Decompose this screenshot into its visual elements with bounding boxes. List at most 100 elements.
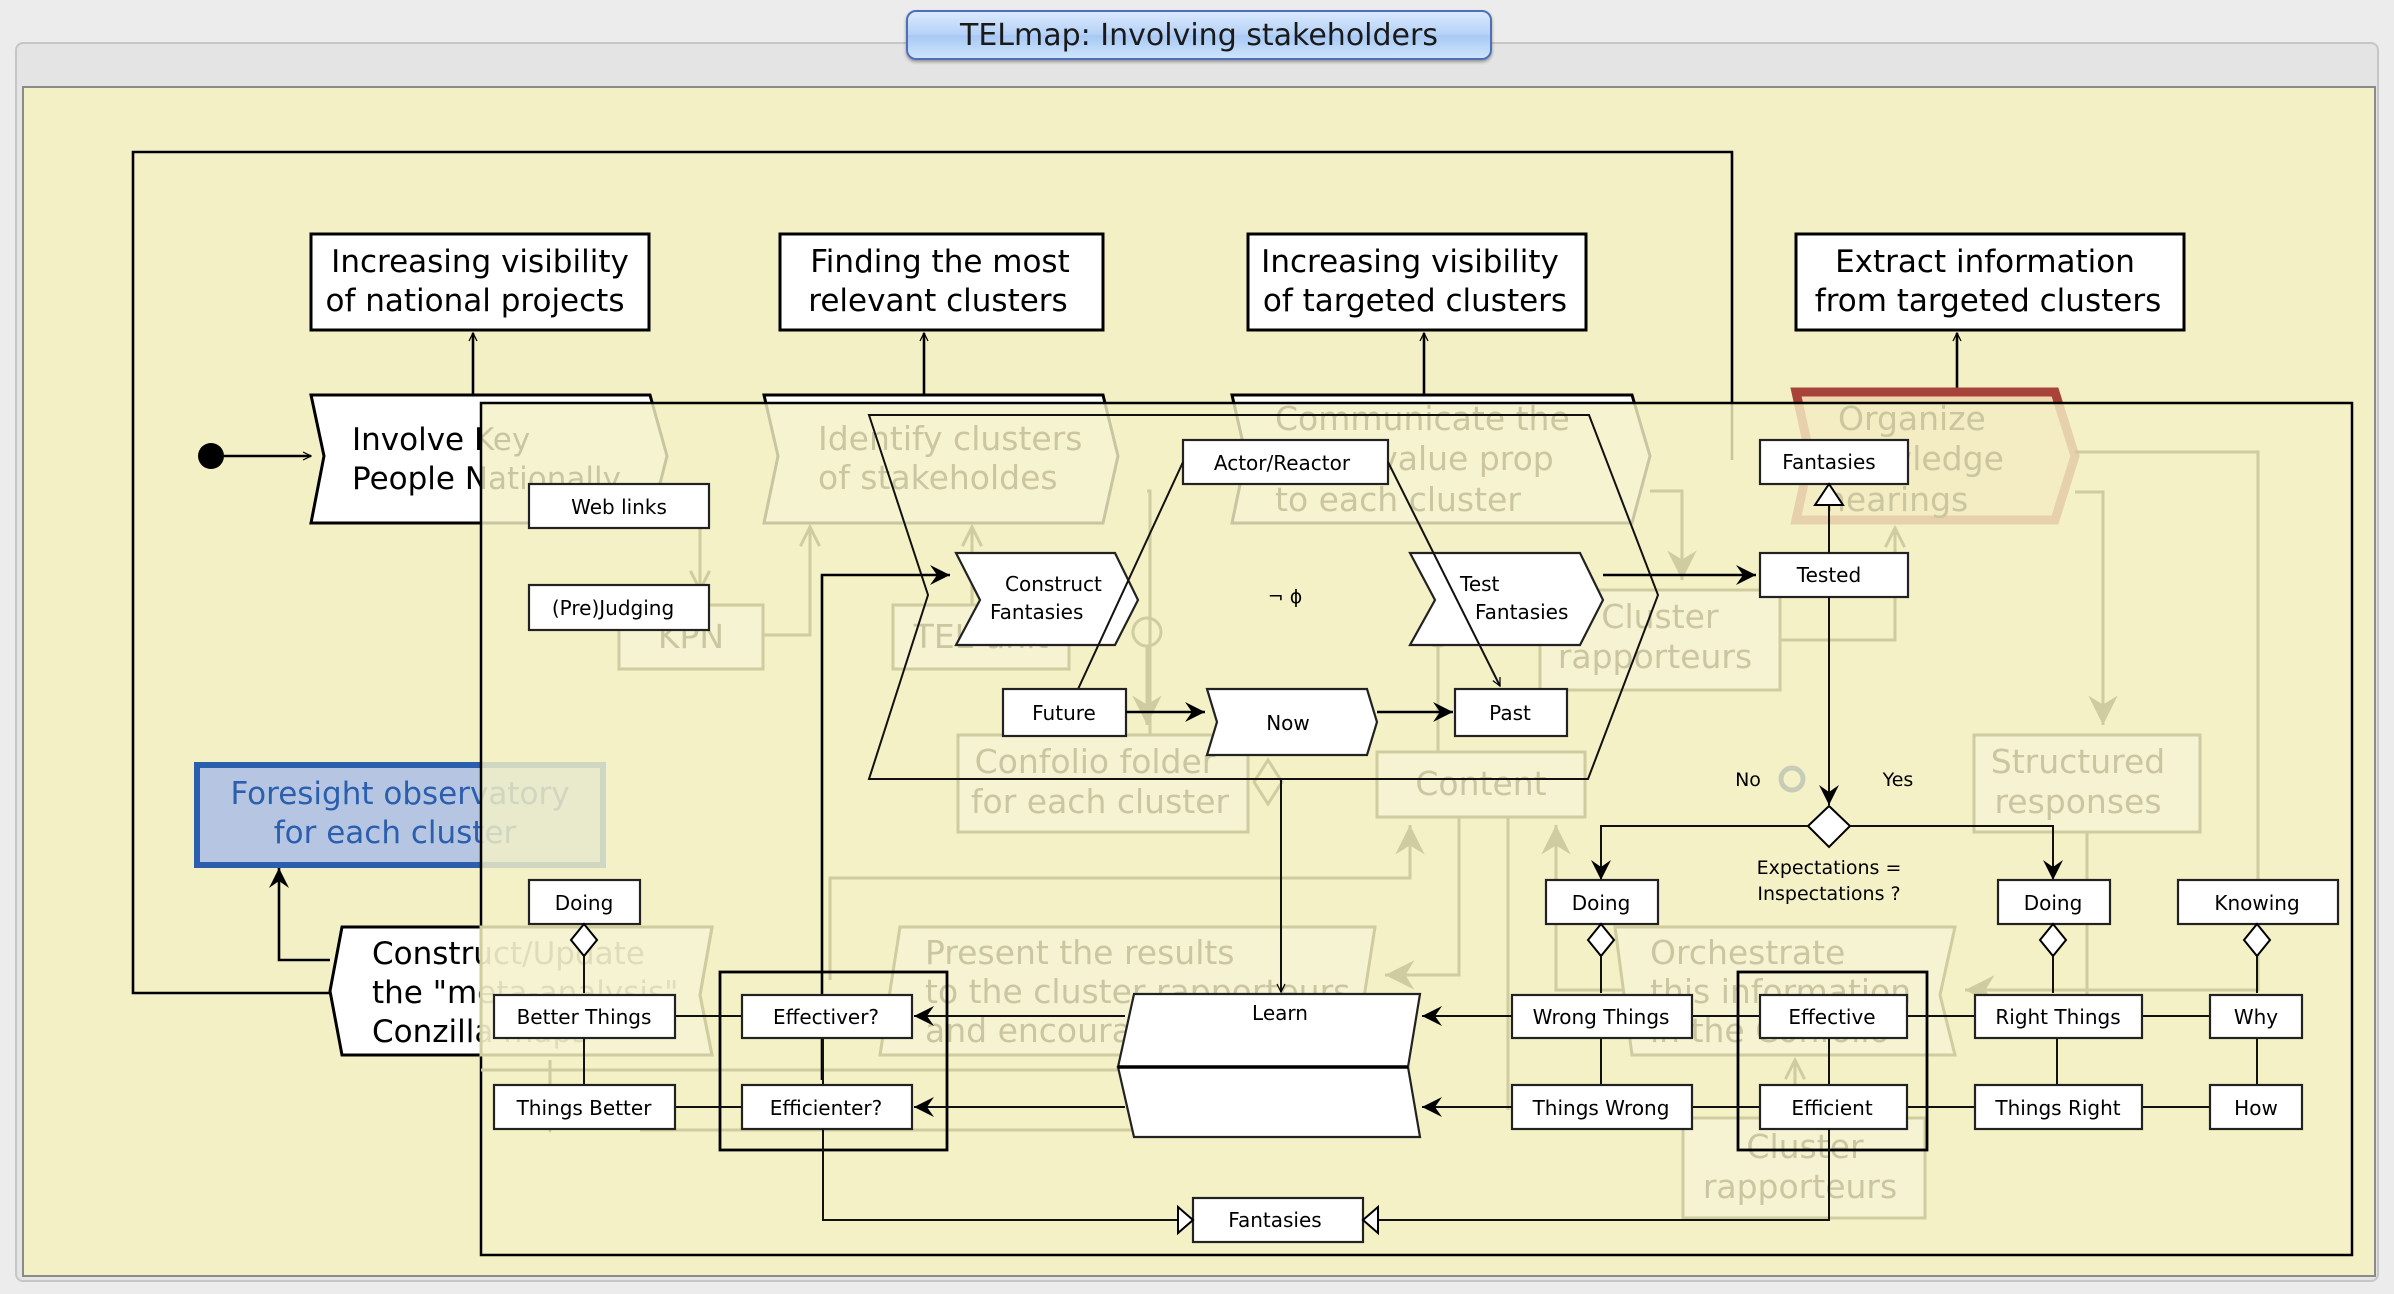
svg-text:Right Things: Right Things	[1995, 1005, 2120, 1029]
node-wrong-things[interactable]: Wrong Things	[1510, 993, 1694, 1040]
window-title: TELmap: Involving stakeholders	[906, 10, 1492, 60]
svg-text:Orchestrate: Orchestrate	[1650, 933, 1845, 972]
svg-text:Effective: Effective	[1788, 1005, 1875, 1029]
fantasy-cycle-frame	[867, 414, 1660, 780]
node-future[interactable]: Future	[1001, 687, 1128, 738]
decision-diamond-icon	[1806, 804, 1852, 849]
svg-text:rapporteurs: rapporteurs	[1558, 637, 1752, 676]
svg-text:Identify clusters: Identify clusters	[818, 419, 1082, 458]
goal-box-extract-information[interactable]: Extract information from targeted cluste…	[1794, 232, 2186, 332]
svg-text:Things Better: Things Better	[516, 1096, 653, 1120]
svg-text:Efficient: Efficient	[1791, 1096, 1873, 1120]
node-right-things[interactable]: Right Things	[1973, 993, 2144, 1040]
svg-text:Past: Past	[1489, 701, 1531, 725]
arrow-actor-to-future	[1072, 461, 1184, 700]
svg-text:Finding the most: Finding the most	[810, 244, 1070, 280]
start-node	[198, 443, 224, 469]
decision-yes-label[interactable]: Yes	[1882, 769, 1914, 791]
svg-text:Content: Content	[1415, 764, 1546, 803]
overlay-map-layer: Web links (Pre)Judging Actor/Reactor Con…	[492, 414, 2340, 1244]
resource-content[interactable]	[1375, 750, 1587, 819]
svg-text:rapporteurs: rapporteurs	[1703, 1167, 1897, 1206]
svg-text:Communicate the: Communicate the	[1275, 399, 1570, 438]
node-fantasies-bottom[interactable]: Fantasies	[1191, 1196, 1365, 1244]
node-web-links[interactable]: Web links	[527, 482, 711, 530]
arrow-decision-yes	[1850, 825, 2063, 880]
arrow-actor-to-past	[1387, 461, 1501, 686]
node-prejudging[interactable]: (Pre)Judging	[527, 583, 711, 632]
node-efficient[interactable]: Efficient	[1758, 1083, 1909, 1131]
svg-text:hearings: hearings	[1825, 480, 1968, 519]
node-effective[interactable]: Effective	[1758, 993, 1909, 1040]
svg-text:(Pre)Judging: (Pre)Judging	[552, 596, 674, 620]
negation-label: ¬ ϕ	[1268, 586, 1303, 608]
svg-text:Effectiver?: Effectiver?	[773, 1005, 879, 1029]
svg-text:Fantasies: Fantasies	[1228, 1208, 1321, 1232]
decision-question-line1: Expectations =	[1757, 857, 1902, 879]
svg-text:Web links: Web links	[571, 495, 667, 519]
node-things-wrong[interactable]: Things Wrong	[1510, 1083, 1694, 1131]
node-knowing[interactable]: Knowing	[2176, 878, 2340, 926]
node-doing-left[interactable]: Doing	[527, 878, 642, 926]
node-actor-reactor[interactable]: Actor/Reactor	[1181, 438, 1390, 486]
node-learn[interactable]: Learn	[1116, 992, 1422, 1139]
svg-text:Present the results: Present the results	[925, 933, 1235, 972]
goal-box-relevant-clusters[interactable]: Finding the most relevant clusters	[778, 232, 1105, 332]
svg-text:Extract information: Extract information	[1835, 244, 2135, 280]
node-better-things[interactable]: Better Things	[492, 993, 677, 1040]
svg-text:Actor/Reactor: Actor/Reactor	[1214, 451, 1351, 475]
svg-text:Fantasies: Fantasies	[990, 600, 1083, 624]
arrow-decision-no	[1591, 825, 1808, 880]
node-things-right[interactable]: Things Right	[1973, 1083, 2144, 1131]
resource-structured-responses[interactable]	[1972, 733, 2202, 834]
outer-loop-line	[131, 150, 1734, 995]
svg-text:of targeted clusters: of targeted clusters	[1263, 283, 1567, 319]
node-tested[interactable]: Tested	[1758, 551, 1910, 599]
svg-text:Now: Now	[1266, 711, 1310, 735]
node-things-better[interactable]: Things Better	[492, 1083, 677, 1131]
foresight-arrow	[269, 868, 330, 962]
svg-text:of national projects: of national projects	[326, 283, 625, 319]
inheritance-triangle-icon	[1177, 1204, 1195, 1236]
node-now[interactable]: Now	[1205, 687, 1379, 757]
svg-text:Knowing: Knowing	[2214, 891, 2299, 915]
svg-text:Doing: Doing	[555, 891, 614, 915]
node-past[interactable]: Past	[1453, 687, 1569, 738]
svg-text:Future: Future	[1032, 701, 1096, 725]
svg-text:How: How	[2234, 1096, 2278, 1120]
svg-text:to each cluster: to each cluster	[1275, 480, 1521, 519]
resource-cluster-rapporteurs-bottom[interactable]	[1681, 1116, 1927, 1220]
decision-question-line2: Inspectations ?	[1757, 883, 1900, 905]
svg-text:Cluster: Cluster	[1746, 1127, 1864, 1166]
svg-text:Doing: Doing	[2024, 891, 2083, 915]
svg-text:from targeted clusters: from targeted clusters	[1815, 283, 2161, 319]
node-efficienter[interactable]: Efficienter?	[740, 1083, 914, 1131]
comparative-group-frame	[718, 970, 949, 1152]
svg-text:Test: Test	[1459, 572, 1500, 596]
svg-text:Increasing visibility: Increasing visibility	[331, 244, 629, 280]
svg-text:Fantasies: Fantasies	[1475, 600, 1568, 624]
node-doing-right[interactable]: Doing	[1996, 878, 2112, 926]
svg-text:Increasing visibility: Increasing visibility	[1261, 244, 1559, 280]
node-test-fantasies[interactable]: Test Fantasies	[1408, 551, 1605, 647]
inheritance-triangle-icon	[1361, 1204, 1379, 1236]
svg-text:relevant clusters: relevant clusters	[808, 283, 1067, 319]
decision-no-label[interactable]: No	[1735, 769, 1761, 791]
svg-text:Efficienter?: Efficienter?	[770, 1096, 883, 1120]
svg-text:Better Things: Better Things	[517, 1005, 652, 1029]
node-why[interactable]: Why	[2208, 993, 2304, 1040]
svg-text:Cluster: Cluster	[1601, 597, 1719, 636]
svg-text:Why: Why	[2234, 1005, 2278, 1029]
node-effectiver[interactable]: Effectiver?	[740, 993, 914, 1040]
svg-text:Organize: Organize	[1838, 399, 1986, 438]
svg-text:Things Right: Things Right	[1994, 1096, 2120, 1120]
node-doing-mid[interactable]: Doing	[1544, 878, 1660, 926]
goal-box-targeted-clusters[interactable]: Increasing visibility of targeted cluste…	[1246, 232, 1588, 332]
svg-text:responses: responses	[1994, 782, 2161, 821]
svg-text:Fantasies: Fantasies	[1782, 450, 1875, 474]
goal-box-national-projects[interactable]: Increasing visibility of national projec…	[309, 232, 651, 332]
node-construct-fantasies[interactable]: Construct Fantasies	[954, 551, 1140, 647]
node-how[interactable]: How	[2208, 1083, 2304, 1131]
node-fantasies-top[interactable]: Fantasies	[1758, 438, 1910, 486]
